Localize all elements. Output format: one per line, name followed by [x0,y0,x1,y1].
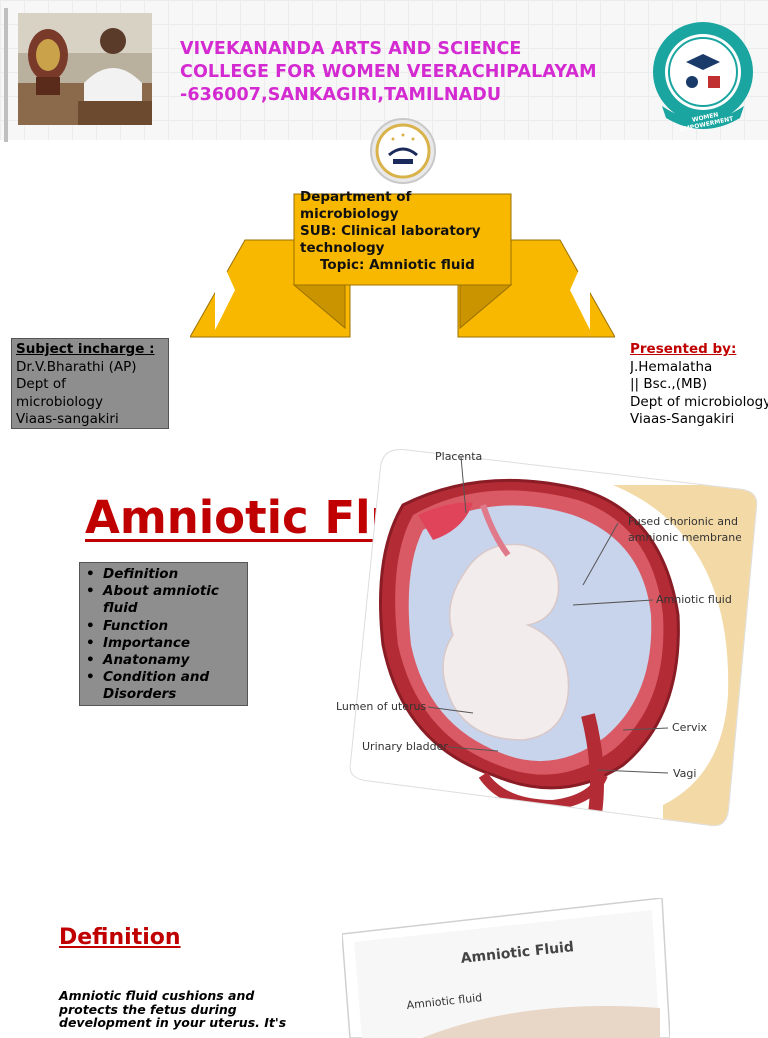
banner-text: Department of microbiology SUB: Clinical… [300,189,510,274]
topics-list-box: • Definition • About amniotic fluid • Funct… [79,562,248,706]
list-item: • Importance [84,635,243,652]
topic-importance: Importance [103,634,191,651]
college-name: VIVEKANANDA ARTS AND SCIENCE COLLEGE FOR… [180,38,640,107]
principal-photo [18,13,152,125]
bullet-icon: • [86,652,95,669]
presented-line-1: J.Hemalatha [630,358,713,375]
header-left-rule [4,8,8,142]
banner-line-5: Topic: Amniotic fluid [320,257,475,273]
list-item: • Condition and Disorders [84,669,243,703]
label-cervix: Cervix [672,721,708,734]
label-vagina: Vagina [673,767,697,780]
presented-title: Presented by: [630,341,737,357]
topic-function: Function [103,617,169,634]
title-underline [85,539,385,542]
bullet-icon: • [86,634,95,651]
college-line-1: VIVEKANANDA ARTS AND SCIENCE [180,39,522,59]
amniotic-fluid-card-image [342,898,670,1038]
label-membrane-2: amnionic membrane [628,531,741,544]
incharge-title: Subject incharge : [16,341,155,357]
ribbon-center [293,193,512,286]
list-item: • About amniotic fluid [84,583,243,617]
college-line-2: COLLEGE FOR WOMEN VEERACHIPALAYAM [180,62,597,82]
topic-definition: Definition [103,566,179,582]
list-item: • Definition [84,566,243,583]
banner-line-1: Department of [300,189,412,205]
bullet-icon: • [86,617,95,634]
label-amniotic-fluid: Amniotic fluid [656,593,732,606]
incharge-line-3: microbiology [16,393,103,410]
label-bladder: Urinary bladder [362,740,448,753]
ribbon-right-notch [570,245,590,330]
college-logo: WOMEN EMPOWERMENT [642,14,764,136]
incharge-line-2: Dept of [16,376,66,392]
presented-line-3: Dept of microbiology [630,393,768,410]
banner-line-3: SUB: Clinical laboratory [300,223,481,239]
list-item: • Function [84,618,243,635]
bullet-icon: • [86,566,95,582]
topics-list: • Definition • About amniotic fluid • Funct… [84,566,243,704]
definition-text: Amniotic fluid cushions and protects the… [59,988,287,1030]
presented-line-4: Viaas-Sangakiri [630,411,735,427]
presented-by-block: Presented by: J.Hemalatha || Bsc.,(MB) D… [630,341,768,429]
label-membrane-1: Fused chorionic and [628,515,738,528]
incharge-line-4: Viaas-sangakiri [16,411,119,427]
topic-about: About amniotic fluid [103,583,219,617]
label-lumen: Lumen of uterus [336,700,427,713]
banner-line-4: technology [300,240,385,256]
subject-incharge-box: Subject incharge : Dr.V.Bharathi (AP) De… [11,338,169,429]
incharge-line-1: Dr.V.Bharathi (AP) [16,358,137,375]
label-placenta: Placenta [435,450,483,463]
emblem-logo [369,117,437,185]
definition-heading: Definition [59,925,181,950]
list-item: • Anatonamy [84,652,243,669]
ribbon-banner [190,193,615,338]
bullet-icon: • [86,583,95,600]
topic-conditions: Condition and Disorders [103,669,210,703]
presented-line-2: || Bsc.,(MB) [630,376,708,392]
topic-anatomy: Anatonamy [103,652,190,669]
college-line-3: -636007,SANKAGIRI,TAMILNADU [180,85,502,105]
amniotic-anatomy-illustration [349,448,758,827]
bullet-icon: • [86,669,95,686]
banner-line-2: microbiology [300,206,399,222]
ribbon-left-notch [215,245,235,330]
